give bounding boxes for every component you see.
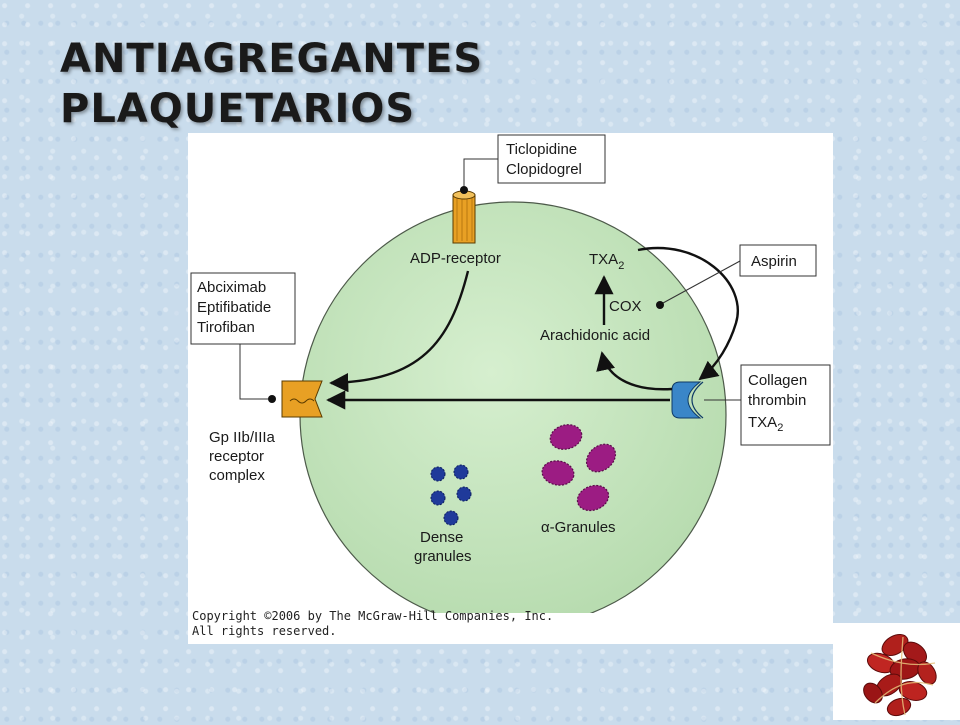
gp-inhibitor-box (190, 272, 296, 345)
slide-title: ANTIAGREGANTES PLAQUETARIOS (60, 34, 483, 134)
dense-granule (443, 510, 459, 526)
adp-to-gp-arrow (329, 270, 470, 393)
gp-inhibitor-dot (268, 395, 276, 403)
alpha-granule (585, 443, 617, 473)
dense-granules-line1: Dense (420, 529, 463, 546)
box-left-line2: Eptifibatide (197, 299, 271, 316)
alpha-granules-label: α-Granules (541, 519, 616, 536)
gp-label-line3: complex (209, 467, 265, 484)
box-right-line1: Collagen (748, 372, 807, 389)
adp-receptor-label: ADP-receptor (410, 250, 501, 267)
collagen-receptor-shape (671, 381, 702, 419)
platelet-clump-image (833, 623, 960, 720)
aspirin-box (739, 244, 817, 277)
aspirin-label: Aspirin (751, 253, 797, 270)
platelet-cell (299, 201, 727, 613)
alpha-granule (549, 424, 583, 450)
dense-granules (430, 464, 472, 526)
copyright-notice: Copyright ©2006 by The McGraw-Hill Compa… (192, 609, 553, 639)
alpha-granules (541, 424, 617, 512)
platelet-clump-svg (863, 634, 937, 717)
box-left-line3: Tirofiban (197, 319, 255, 336)
diagram-svg: Ticlopidine Clopidogrel ADP-receptor Abc… (190, 134, 831, 613)
alpha-granule (576, 484, 610, 512)
box-top-line2: Clopidogrel (506, 161, 582, 178)
platelet-diagram: Ticlopidine Clopidogrel ADP-receptor Abc… (188, 133, 833, 644)
dense-granule (456, 486, 472, 502)
title-line-1: ANTIAGREGANTES (60, 36, 484, 82)
dense-granule (430, 490, 446, 506)
receptor-to-aa-arrow (596, 351, 673, 391)
txa2-feedback-arrow (637, 246, 739, 381)
copyright-line-2: All rights reserved. (192, 624, 337, 638)
txa2-label: TXA2 (589, 251, 624, 272)
aspirin-inhibitor-dot (656, 301, 664, 309)
arachidonic-acid-label: Arachidonic acid (540, 327, 650, 344)
adp-inhibitor-dot (460, 186, 468, 194)
agonist-box (740, 364, 831, 446)
box-left-line1: Abciximab (197, 279, 266, 296)
box-top-line1: Ticlopidine (506, 141, 577, 158)
box-right-line2: thrombin (748, 392, 806, 409)
dense-granule (453, 464, 469, 480)
dense-granules-line2: granules (414, 548, 472, 565)
dense-granule (430, 466, 446, 482)
gp-label-line1: Gp IIb/IIIa (209, 429, 276, 446)
gp-receptor-shape (281, 380, 323, 418)
gp-label-line2: receptor (209, 448, 264, 465)
thienopyridine-box (497, 134, 606, 184)
title-line-2: PLAQUETARIOS (60, 86, 416, 132)
alpha-granule (541, 460, 575, 486)
cox-label: COX (609, 298, 642, 315)
box-right-line3: TXA2 (748, 414, 783, 434)
copyright-line-1: Copyright ©2006 by The McGraw-Hill Compa… (192, 609, 554, 623)
